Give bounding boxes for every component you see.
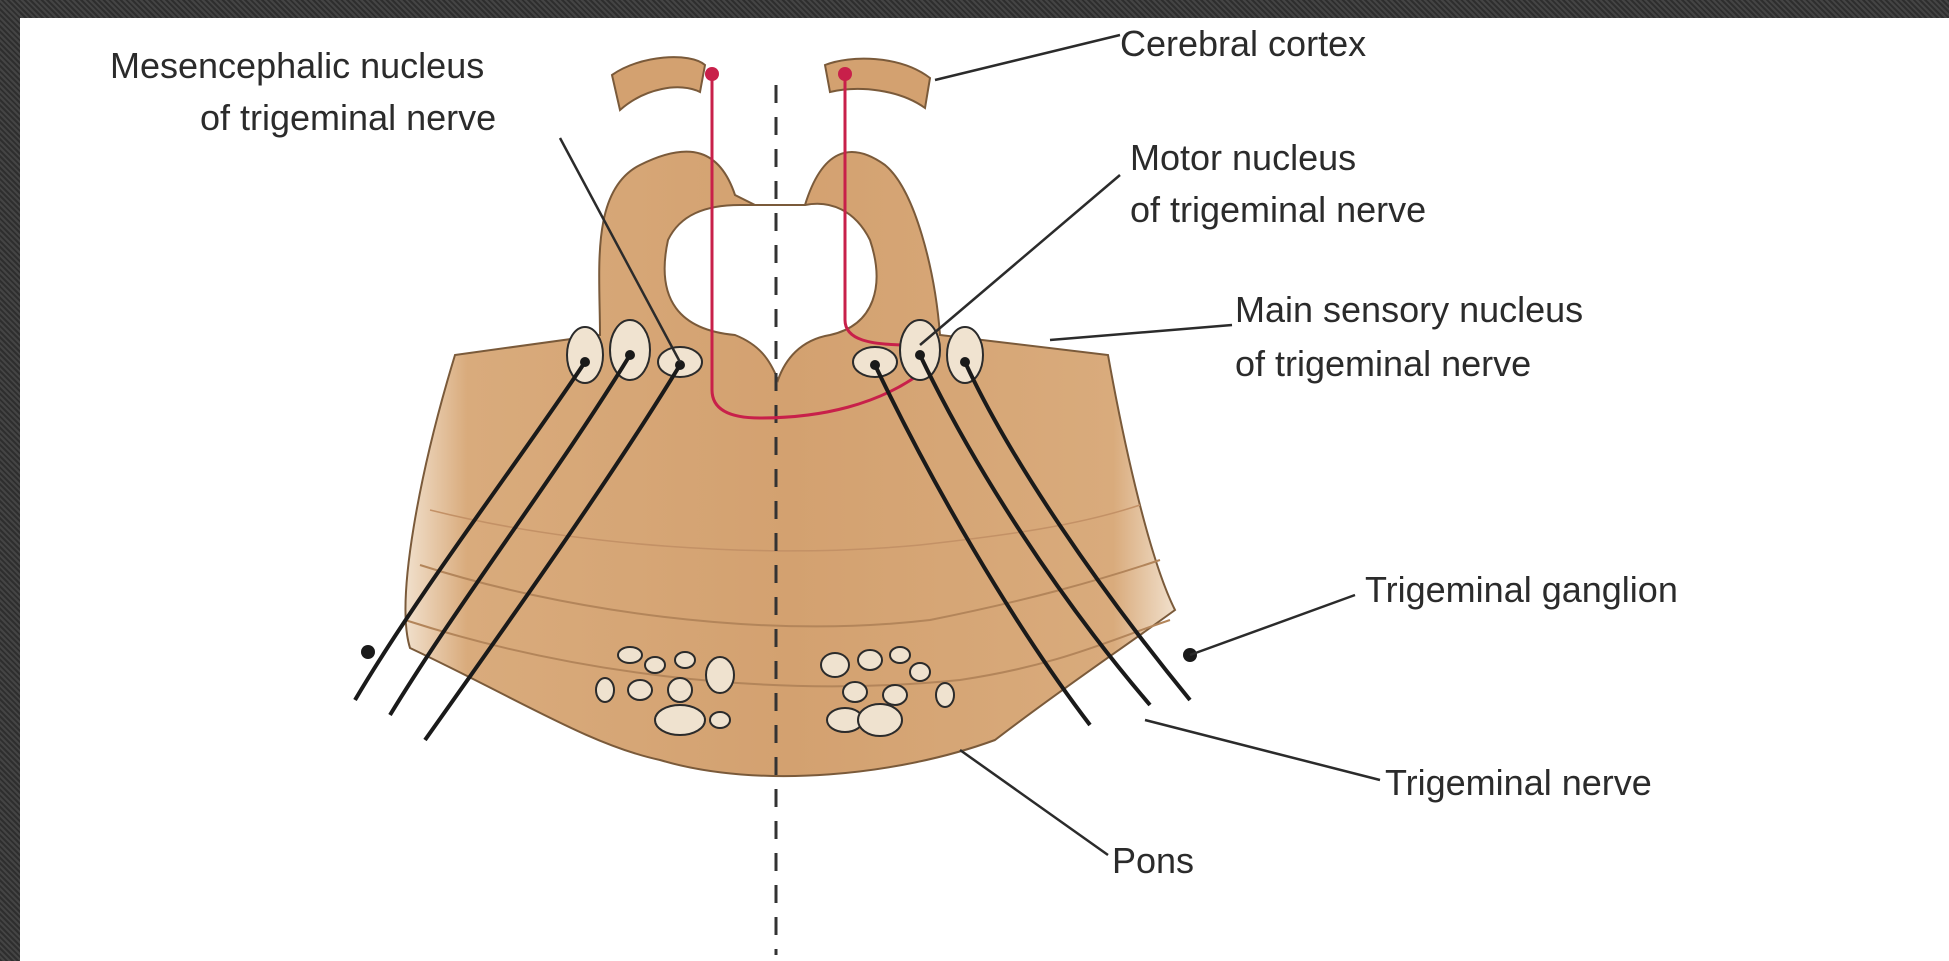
label-main-sensory-nucleus-line1: Main sensory nucleus xyxy=(1235,289,1583,330)
label-main-sensory-nucleus-line2: of trigeminal nerve xyxy=(1235,343,1531,384)
label-motor-nucleus-line1: Motor nucleus xyxy=(1130,137,1356,178)
cortex-neuron-right xyxy=(838,67,852,81)
label-trigeminal-ganglion: Trigeminal ganglion xyxy=(1365,569,1678,610)
cerebral-cortex-shape xyxy=(612,57,930,110)
label-mesencephalic-nucleus-line1: Mesencephalic nucleus xyxy=(110,45,484,86)
label-cerebral-cortex: Cerebral cortex xyxy=(1120,23,1366,64)
label-trigeminal-nerve: Trigeminal nerve xyxy=(1385,762,1652,803)
label-motor-nucleus-line2: of trigeminal nerve xyxy=(1130,189,1426,230)
cortex-neuron-left xyxy=(705,67,719,81)
label-pons: Pons xyxy=(1112,840,1194,881)
label-mesencephalic-nucleus-line2: of trigeminal nerve xyxy=(200,97,496,138)
